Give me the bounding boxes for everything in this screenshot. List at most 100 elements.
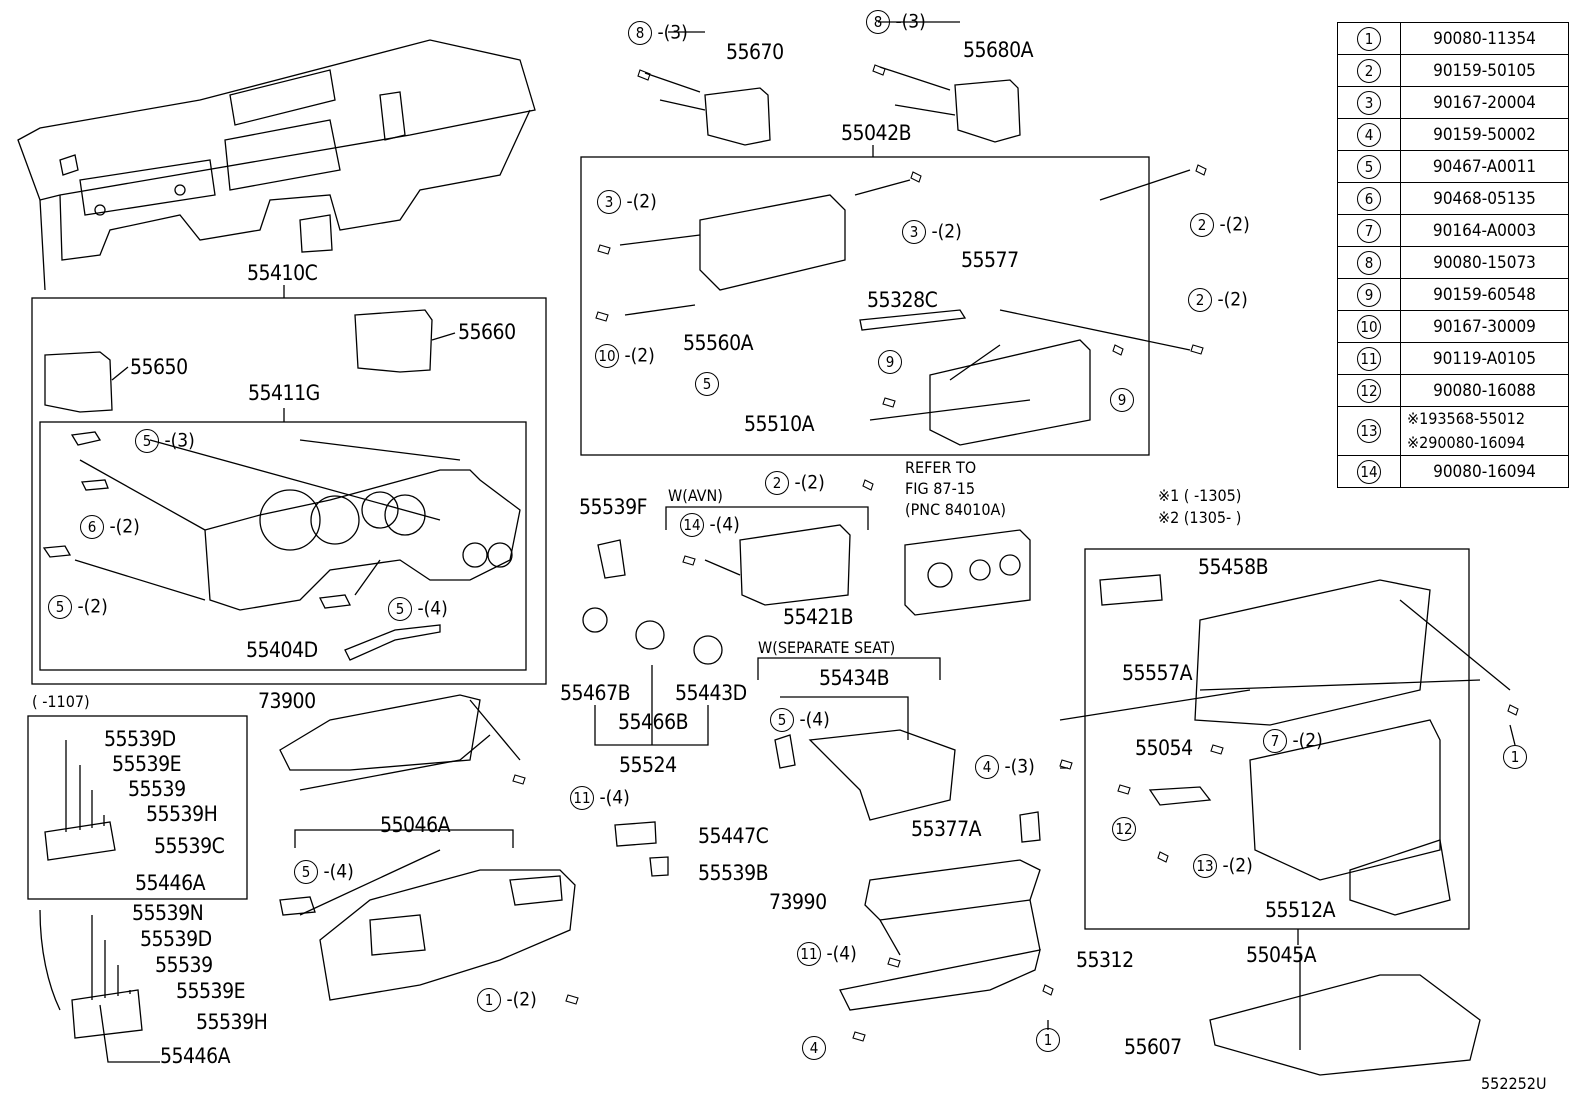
note-footnote-1: ※1 ( -1305)	[1158, 486, 1242, 505]
key-circle: 13	[1357, 419, 1381, 443]
table-row: 13※193568-55012※290080-16094	[1337, 406, 1569, 456]
label-55512A: 55512A	[1265, 898, 1336, 922]
key-circle: 12	[1357, 378, 1381, 403]
table-row: 3 90167-20004	[1337, 86, 1569, 119]
table-row: 2 90159-50105	[1337, 54, 1569, 87]
table-key: 7	[1337, 214, 1401, 247]
callout-9b: 9	[1110, 388, 1134, 412]
label-55607: 55607	[1124, 1035, 1182, 1059]
table-key: 9	[1337, 278, 1401, 311]
table-part-number: 90167-20004	[1400, 86, 1569, 119]
table-key: 4	[1337, 118, 1401, 151]
callout-5c: 5 -(2)	[48, 595, 108, 619]
part-number-line: ※193568-55012	[1407, 409, 1525, 428]
label-55539H-a: 55539H	[146, 802, 218, 826]
key-circle: 2	[1357, 58, 1381, 83]
callout-5a: 5	[695, 372, 719, 396]
label-55046A: 55046A	[380, 813, 451, 837]
table-part-number: 90159-60548	[1400, 278, 1569, 311]
bracket-w-avn	[665, 506, 869, 530]
table-part-number: 90159-50105	[1400, 54, 1569, 87]
label-55447C: 55447C	[698, 824, 769, 848]
label-55660: 55660	[458, 320, 516, 344]
label-55443D: 55443D	[675, 681, 747, 705]
box-55411G	[39, 421, 527, 671]
callout-2c: 2 -(2)	[765, 471, 825, 495]
label-55328C: 55328C	[867, 288, 938, 312]
label-55539-b: 55539	[155, 953, 213, 977]
callout-3b: 3 -(2)	[902, 220, 962, 244]
callout-4b: 4	[802, 1036, 826, 1060]
label-55404D: 55404D	[246, 638, 318, 662]
key-circle: 7	[1357, 218, 1381, 243]
label-55577: 55577	[961, 248, 1019, 272]
note-refer-3: (PNC 84010A)	[905, 500, 1006, 519]
label-55539N: 55539N	[132, 901, 204, 925]
callout-8b: 8 -(3)	[866, 10, 926, 34]
key-circle: 14	[1357, 459, 1381, 484]
callout-11a: 11 -(4)	[570, 786, 630, 810]
callout-14: 14 -(4)	[680, 513, 740, 537]
label-73990: 73990	[769, 890, 827, 914]
label-55458B: 55458B	[1198, 555, 1269, 579]
dashboard-illustration	[17, 39, 536, 291]
label-55434B: 55434B	[819, 666, 890, 690]
label-55539B: 55539B	[698, 861, 769, 885]
note-refer-2: FIG 87-15	[905, 479, 976, 498]
table-part-number: 90080-15073	[1400, 246, 1569, 279]
key-circle: 10	[1357, 314, 1381, 339]
label-55560A: 55560A	[683, 331, 754, 355]
table-key: 13	[1337, 406, 1401, 456]
table-key: 10	[1337, 310, 1401, 343]
key-circle: 9	[1357, 282, 1381, 307]
label-55539E-a: 55539E	[112, 752, 182, 776]
key-circle: 4	[1357, 122, 1381, 147]
figure-code: 552252U	[1481, 1074, 1547, 1093]
table-part-number: 90080-11354	[1400, 22, 1569, 55]
label-55539D-a: 55539D	[104, 727, 176, 751]
table-part-number: 90468-05135	[1400, 182, 1569, 215]
label-55446A-a: 55446A	[135, 871, 206, 895]
label-55670: 55670	[726, 40, 784, 64]
key-circle: 3	[1357, 90, 1381, 115]
label-55042B: 55042B	[841, 121, 912, 145]
table-key: 1	[1337, 22, 1401, 55]
label-55539F: 55539F	[579, 495, 647, 519]
callout-5d: 5 -(4)	[388, 597, 448, 621]
table-row: 10 90167-30009	[1337, 310, 1569, 343]
table-key: 6	[1337, 182, 1401, 215]
table-part-number: 90167-30009	[1400, 310, 1569, 343]
callout-10: 10 -(2)	[595, 344, 655, 368]
table-key: 5	[1337, 150, 1401, 183]
key-circle: 1	[1357, 26, 1381, 51]
table-key: 2	[1337, 54, 1401, 87]
callout-2a: 2 -(2)	[1190, 213, 1250, 237]
table-part-number: 90467-A0011	[1400, 150, 1569, 183]
label-55446A-b: 55446A	[160, 1044, 231, 1068]
callout-6: 6 -(2)	[80, 515, 140, 539]
callout-9a: 9	[878, 350, 902, 374]
table-row: 1 90080-11354	[1337, 22, 1569, 55]
label-55557A: 55557A	[1122, 661, 1193, 685]
bracket-separate-seat	[757, 657, 941, 680]
label-55539E-b: 55539E	[176, 979, 246, 1003]
table-part-number: 90119-A0105	[1400, 342, 1569, 375]
label-55312: 55312	[1076, 948, 1134, 972]
table-key: 14	[1337, 455, 1401, 488]
key-circle: 11	[1357, 346, 1381, 371]
label-55539D-b: 55539D	[140, 927, 212, 951]
table-key: 11	[1337, 342, 1401, 375]
label-55466B: 55466B	[618, 710, 689, 734]
table-key: 12	[1337, 374, 1401, 407]
box-glove-box	[1084, 548, 1470, 930]
callout-1a: 1 -(2)	[477, 988, 537, 1012]
label-55510A: 55510A	[744, 412, 815, 436]
bracket-55046A	[294, 829, 514, 848]
key-circle: 6	[1357, 186, 1381, 211]
